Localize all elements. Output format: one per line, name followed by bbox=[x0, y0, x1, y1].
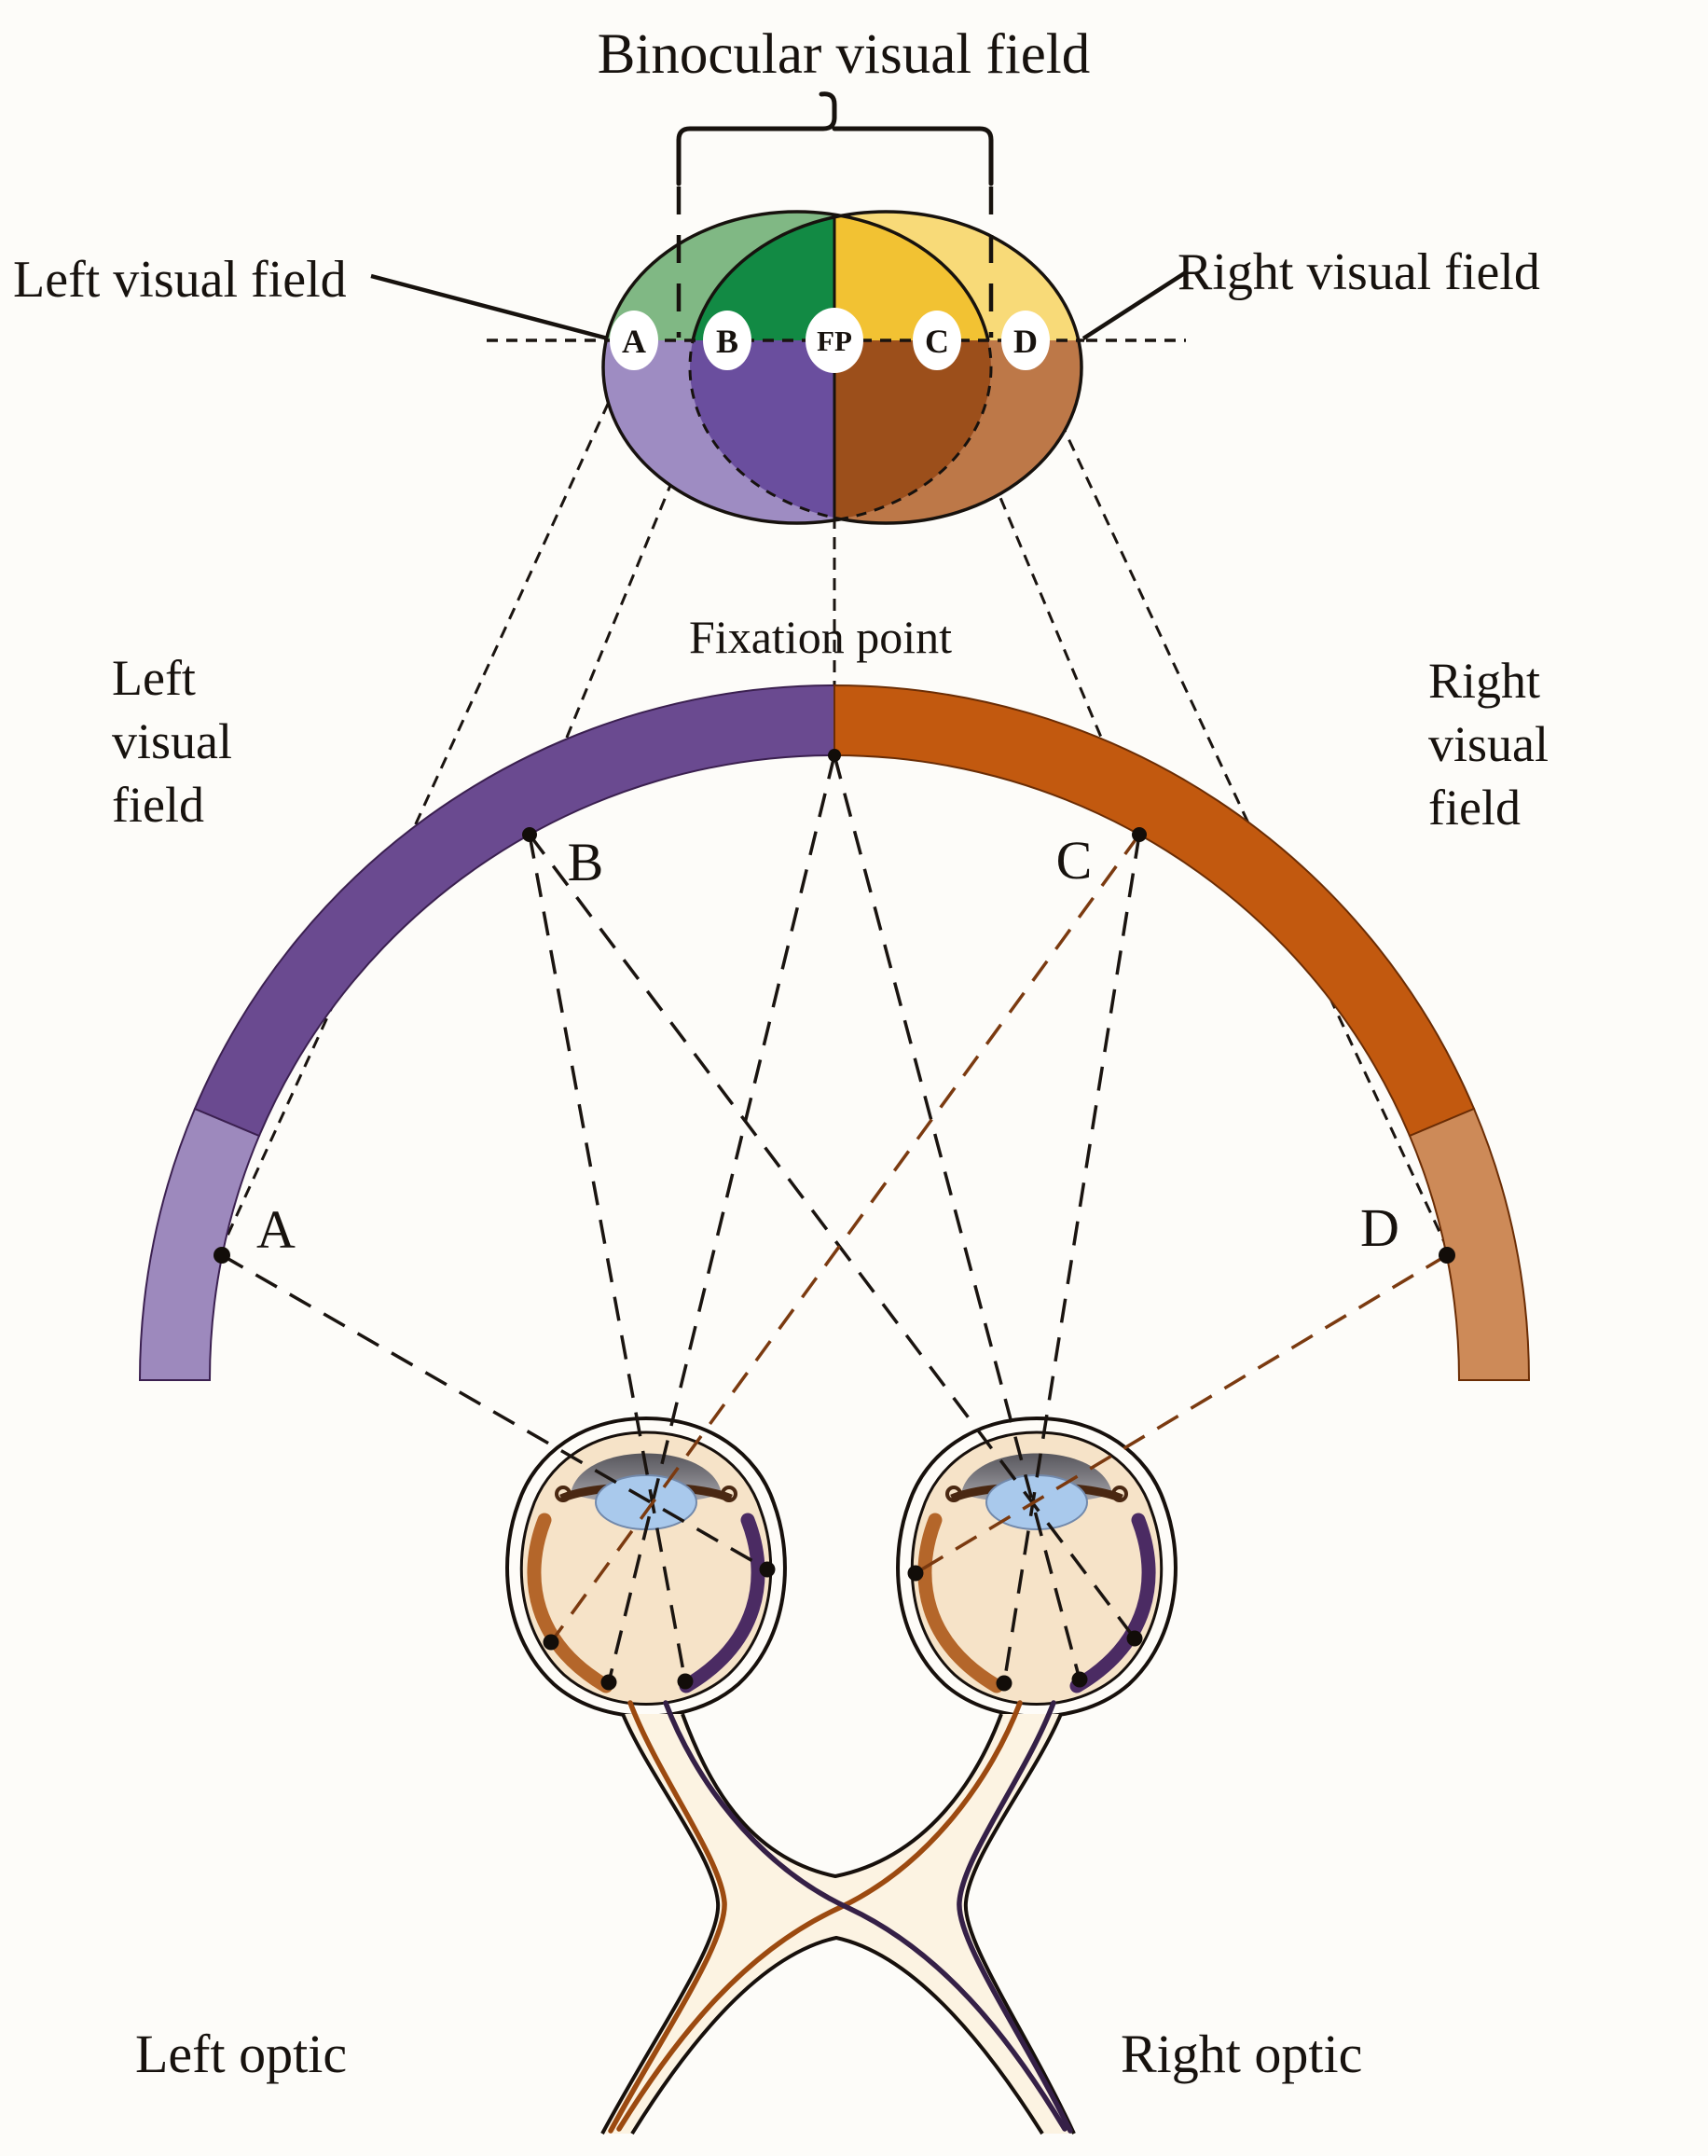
arc-segment-purple-dark bbox=[193, 684, 835, 1138]
ray-c-to-right-eye bbox=[1002, 834, 1141, 1684]
right-eye-field-outline-hidden bbox=[688, 210, 1083, 525]
right-eye-retina-dot-b bbox=[1126, 1630, 1143, 1647]
point-label-a: A bbox=[622, 323, 646, 360]
right-eye-ciliary-hook-right bbox=[1111, 1486, 1128, 1502]
binocular-field-map bbox=[601, 210, 1084, 525]
left-eye-retina-dot-c bbox=[543, 1634, 559, 1651]
arc-segment-orange-dark bbox=[833, 684, 1476, 1138]
fiber-right-eye-uncrossed-purple bbox=[957, 1700, 1073, 2134]
projection-line-d bbox=[1024, 346, 1449, 1249]
ray-d-to-right-eye bbox=[915, 1253, 1448, 1575]
right-label-pointer-line bbox=[1081, 270, 1188, 340]
arc-letter-d: D bbox=[1360, 1197, 1399, 1258]
arc-letter-c: C bbox=[1056, 830, 1093, 891]
ray-b-to-left-eye bbox=[528, 834, 687, 1682]
left-eye-retina-nasal bbox=[679, 1513, 765, 1693]
left-visual-field-side-label: Left visual field bbox=[112, 650, 232, 833]
optic-chiasm bbox=[600, 1700, 1076, 2135]
side-right-line-1: Right bbox=[1428, 653, 1540, 709]
hemifield-arc bbox=[138, 684, 1531, 1381]
point-marker-b bbox=[703, 311, 751, 370]
arc-point-a bbox=[214, 1247, 230, 1264]
side-left-line-3: field bbox=[112, 777, 204, 833]
page-title: Binocular visual field bbox=[598, 23, 1091, 86]
left-eye-retina-temporal bbox=[527, 1513, 613, 1693]
left-eye-field-outline-hidden bbox=[601, 210, 993, 525]
left-optic-label: Left optic bbox=[135, 2024, 347, 2084]
side-right-line-3: field bbox=[1428, 780, 1521, 836]
point-label-c: C bbox=[925, 323, 949, 360]
arc-point-fp bbox=[828, 749, 841, 762]
right-eye-retina-dot-c bbox=[996, 1675, 1012, 1692]
point-marker-a bbox=[610, 311, 658, 370]
bracket-outline bbox=[676, 91, 994, 187]
left-eye-retina-dot-a bbox=[759, 1561, 776, 1578]
fiber-left-eye-crossed-purple bbox=[663, 1700, 1068, 2132]
left-visual-field-top-label: Left visual field bbox=[13, 251, 347, 309]
point-label-fp: FP bbox=[817, 325, 852, 357]
arc-point-c bbox=[1132, 827, 1147, 842]
chiasm-wall-upper-inner bbox=[681, 1713, 1003, 1879]
arc-segment-purple-light bbox=[138, 1107, 261, 1381]
fiber-left-eye-uncrossed-orange bbox=[608, 1700, 727, 2134]
fixation-point-label: Fixation point bbox=[689, 611, 952, 663]
point-marker-d bbox=[1001, 311, 1050, 370]
region-binocular-upper-left-dark bbox=[690, 212, 834, 340]
right-optic-label: Right optic bbox=[1121, 2024, 1362, 2084]
arc-segment-orange-light bbox=[1408, 1107, 1531, 1381]
side-left-line-2: visual bbox=[112, 713, 232, 769]
side-left-line-1: Left bbox=[112, 650, 196, 706]
right-eye bbox=[896, 1417, 1178, 1719]
left-eye-ciliary-hook-right bbox=[721, 1486, 737, 1502]
right-visual-field-side-label: Right visual field bbox=[1428, 653, 1549, 836]
left-eye-retina-dot-fp bbox=[600, 1674, 617, 1691]
point-marker-c bbox=[913, 311, 961, 370]
left-eye-ciliary-hook-left bbox=[555, 1486, 572, 1502]
ray-c-to-left-eye bbox=[549, 833, 1141, 1644]
arc-letter-b: B bbox=[568, 832, 604, 892]
right-eye-retina-dot-d bbox=[907, 1565, 924, 1582]
point-marker-fp bbox=[806, 308, 863, 373]
light-rays bbox=[221, 754, 1448, 1684]
fiber-right-eye-crossed-orange bbox=[616, 1700, 1023, 2132]
left-eye bbox=[505, 1417, 787, 1719]
right-visual-field-top-label: Right visual field bbox=[1178, 243, 1540, 301]
chiasm-body bbox=[602, 1714, 1074, 2134]
side-right-line-2: visual bbox=[1428, 716, 1549, 772]
ray-a-to-left-eye bbox=[221, 1253, 768, 1571]
arc-point-d bbox=[1439, 1247, 1455, 1264]
point-label-b: B bbox=[716, 323, 738, 360]
right-eye-retina-dot-fp bbox=[1071, 1671, 1088, 1688]
chiasm-wall-left-outer bbox=[600, 1713, 721, 2135]
retina-dots bbox=[543, 1561, 1143, 1692]
chiasm-wall-right-outer bbox=[963, 1713, 1076, 2135]
arc-point-b bbox=[522, 827, 537, 842]
point-label-d: D bbox=[1013, 323, 1038, 360]
arc-point-letters: A B C D bbox=[256, 830, 1399, 1260]
ray-fp-to-left-eye bbox=[607, 754, 836, 1683]
region-binocular-lower-left-dark bbox=[690, 340, 834, 523]
binocular-bracket bbox=[676, 91, 994, 338]
right-eye-ciliary-hook-left bbox=[945, 1486, 962, 1502]
field-point-markers: A B FP C D bbox=[610, 308, 1050, 373]
left-label-pointer-line bbox=[370, 273, 609, 341]
arc-letter-a: A bbox=[256, 1199, 296, 1260]
projection-line-a bbox=[220, 346, 636, 1249]
right-eye-retina-temporal bbox=[1069, 1513, 1156, 1693]
arc-point-dots bbox=[214, 749, 1455, 1264]
right-eye-retina-nasal bbox=[917, 1513, 1004, 1693]
chiasm-wall-lower-inner bbox=[630, 1935, 1044, 2135]
ray-fp-to-right-eye bbox=[833, 754, 1081, 1680]
left-eye-retina-dot-b bbox=[677, 1673, 694, 1690]
